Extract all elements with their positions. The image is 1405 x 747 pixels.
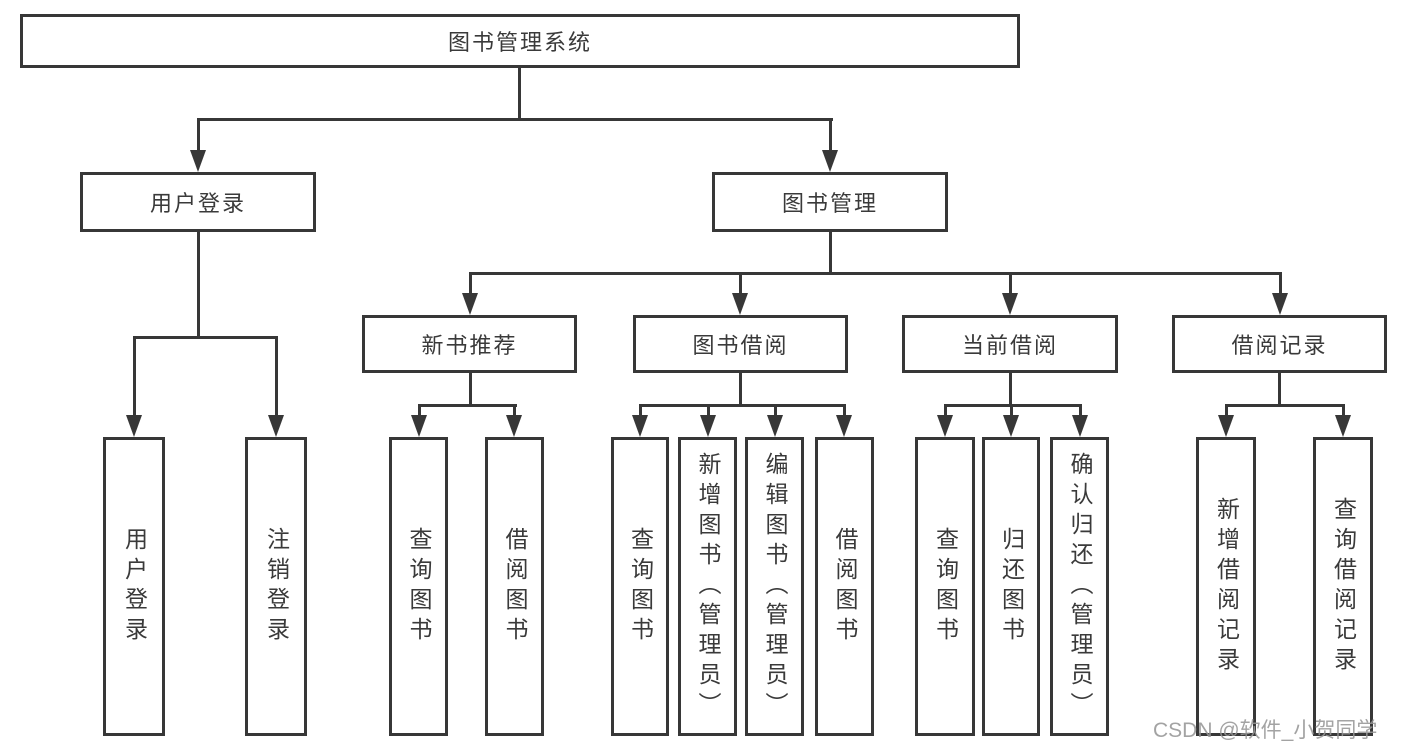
leaf-label: 新增借阅记录: [1213, 496, 1240, 677]
connector-line: [133, 336, 136, 415]
arrow-down-icon: [937, 415, 953, 437]
connector-line: [843, 404, 846, 415]
arrow-down-icon: [700, 415, 716, 437]
connector-line: [197, 118, 200, 150]
connector-line: [1079, 404, 1082, 415]
leaf-label: 新增图书（管理员）: [695, 451, 721, 722]
leaf-label: 确认归还（管理员）: [1067, 451, 1093, 722]
connector-line: [518, 68, 521, 121]
connector-line: [1278, 373, 1281, 407]
connector-line: [739, 373, 742, 407]
leaf-user-login: 用户登录: [103, 437, 165, 736]
node-borrowing-records: 借阅记录: [1172, 315, 1387, 373]
connector-line: [197, 118, 833, 121]
arrow-down-icon: [1335, 415, 1351, 437]
connector-line: [829, 118, 832, 150]
leaf-query-books-3: 查询图书: [915, 437, 975, 736]
node-current-borrowing: 当前借阅: [902, 315, 1118, 373]
connector-line: [639, 404, 642, 415]
node-user-login: 用户登录: [80, 172, 316, 232]
arrow-down-icon: [632, 415, 648, 437]
leaf-label: 用户登录: [121, 526, 148, 647]
arrow-down-icon: [767, 415, 783, 437]
connector-line: [1009, 373, 1012, 407]
arrow-down-icon: [732, 293, 748, 315]
arrow-down-icon: [506, 415, 522, 437]
node-label: 图书管理: [781, 191, 878, 216]
leaf-label: 查询图书: [406, 526, 432, 647]
node-label: 借阅记录: [1231, 333, 1328, 358]
connector-line: [639, 404, 846, 407]
node-label: 用户登录: [149, 191, 246, 216]
leaf-label: 查询图书: [932, 526, 959, 647]
arrow-down-icon: [836, 415, 852, 437]
node-book-borrowing: 图书借阅: [633, 315, 848, 373]
connector-line: [1225, 404, 1228, 415]
connector-line: [133, 336, 278, 339]
connector-line: [275, 336, 278, 415]
node-library-system: 图书管理系统: [20, 14, 1020, 68]
arrow-down-icon: [462, 293, 478, 315]
node-label: 当前借阅: [961, 333, 1058, 358]
leaf-add-book-admin: 新增图书（管理员）: [678, 437, 737, 736]
leaf-label: 查询借阅记录: [1330, 496, 1357, 677]
arrow-down-icon: [411, 415, 427, 437]
leaf-label: 借阅图书: [502, 526, 528, 647]
connector-line: [197, 232, 200, 339]
connector-line: [1010, 404, 1013, 415]
connector-line: [469, 272, 472, 293]
connector-line: [469, 373, 472, 407]
leaf-query-books-1: 查询图书: [389, 437, 448, 736]
watermark: CSDN @软件_小贺同学: [1153, 719, 1378, 742]
leaf-label: 归还图书: [998, 526, 1025, 647]
arrow-down-icon: [126, 415, 142, 437]
connector-line: [1009, 272, 1012, 293]
arrow-down-icon: [1072, 415, 1088, 437]
leaf-label: 查询图书: [627, 526, 654, 647]
connector-line: [513, 404, 516, 415]
leaf-return-books: 归还图书: [982, 437, 1040, 736]
connector-line: [469, 272, 1282, 275]
node-label: 图书管理系统: [447, 30, 592, 55]
leaf-label: 编辑图书（管理员）: [762, 451, 788, 722]
leaf-borrow-books-2: 借阅图书: [815, 437, 874, 736]
node-label: 图书借阅: [692, 333, 789, 358]
connector-line: [1342, 404, 1345, 415]
connector-line: [1279, 272, 1282, 293]
arrow-down-icon: [1002, 293, 1018, 315]
node-label: 新书推荐: [421, 333, 518, 358]
leaf-edit-book-admin: 编辑图书（管理员）: [745, 437, 804, 736]
arrow-down-icon: [1003, 415, 1019, 437]
leaf-query-borrow-record: 查询借阅记录: [1313, 437, 1373, 736]
arrow-down-icon: [822, 150, 838, 172]
arrow-down-icon: [268, 415, 284, 437]
connector-line: [774, 404, 777, 415]
connector-line: [418, 404, 517, 407]
leaf-query-books-2: 查询图书: [611, 437, 669, 736]
connector-line: [418, 404, 421, 415]
connector-line: [829, 232, 832, 275]
connector-line: [707, 404, 710, 415]
arrow-down-icon: [1272, 293, 1288, 315]
connector-line: [944, 404, 947, 415]
leaf-label: 注销登录: [263, 526, 290, 647]
leaf-borrow-books-1: 借阅图书: [485, 437, 544, 736]
leaf-label: 借阅图书: [832, 526, 858, 647]
arrow-down-icon: [1218, 415, 1234, 437]
connector-line: [1225, 404, 1345, 407]
connector-line: [739, 272, 742, 293]
connector-line: [944, 404, 1082, 407]
node-new-book-recommend: 新书推荐: [362, 315, 577, 373]
leaf-logout: 注销登录: [245, 437, 307, 736]
arrow-down-icon: [190, 150, 206, 172]
leaf-confirm-return-admin: 确认归还（管理员）: [1050, 437, 1109, 736]
leaf-add-borrow-record: 新增借阅记录: [1196, 437, 1256, 736]
node-book-management: 图书管理: [712, 172, 948, 232]
